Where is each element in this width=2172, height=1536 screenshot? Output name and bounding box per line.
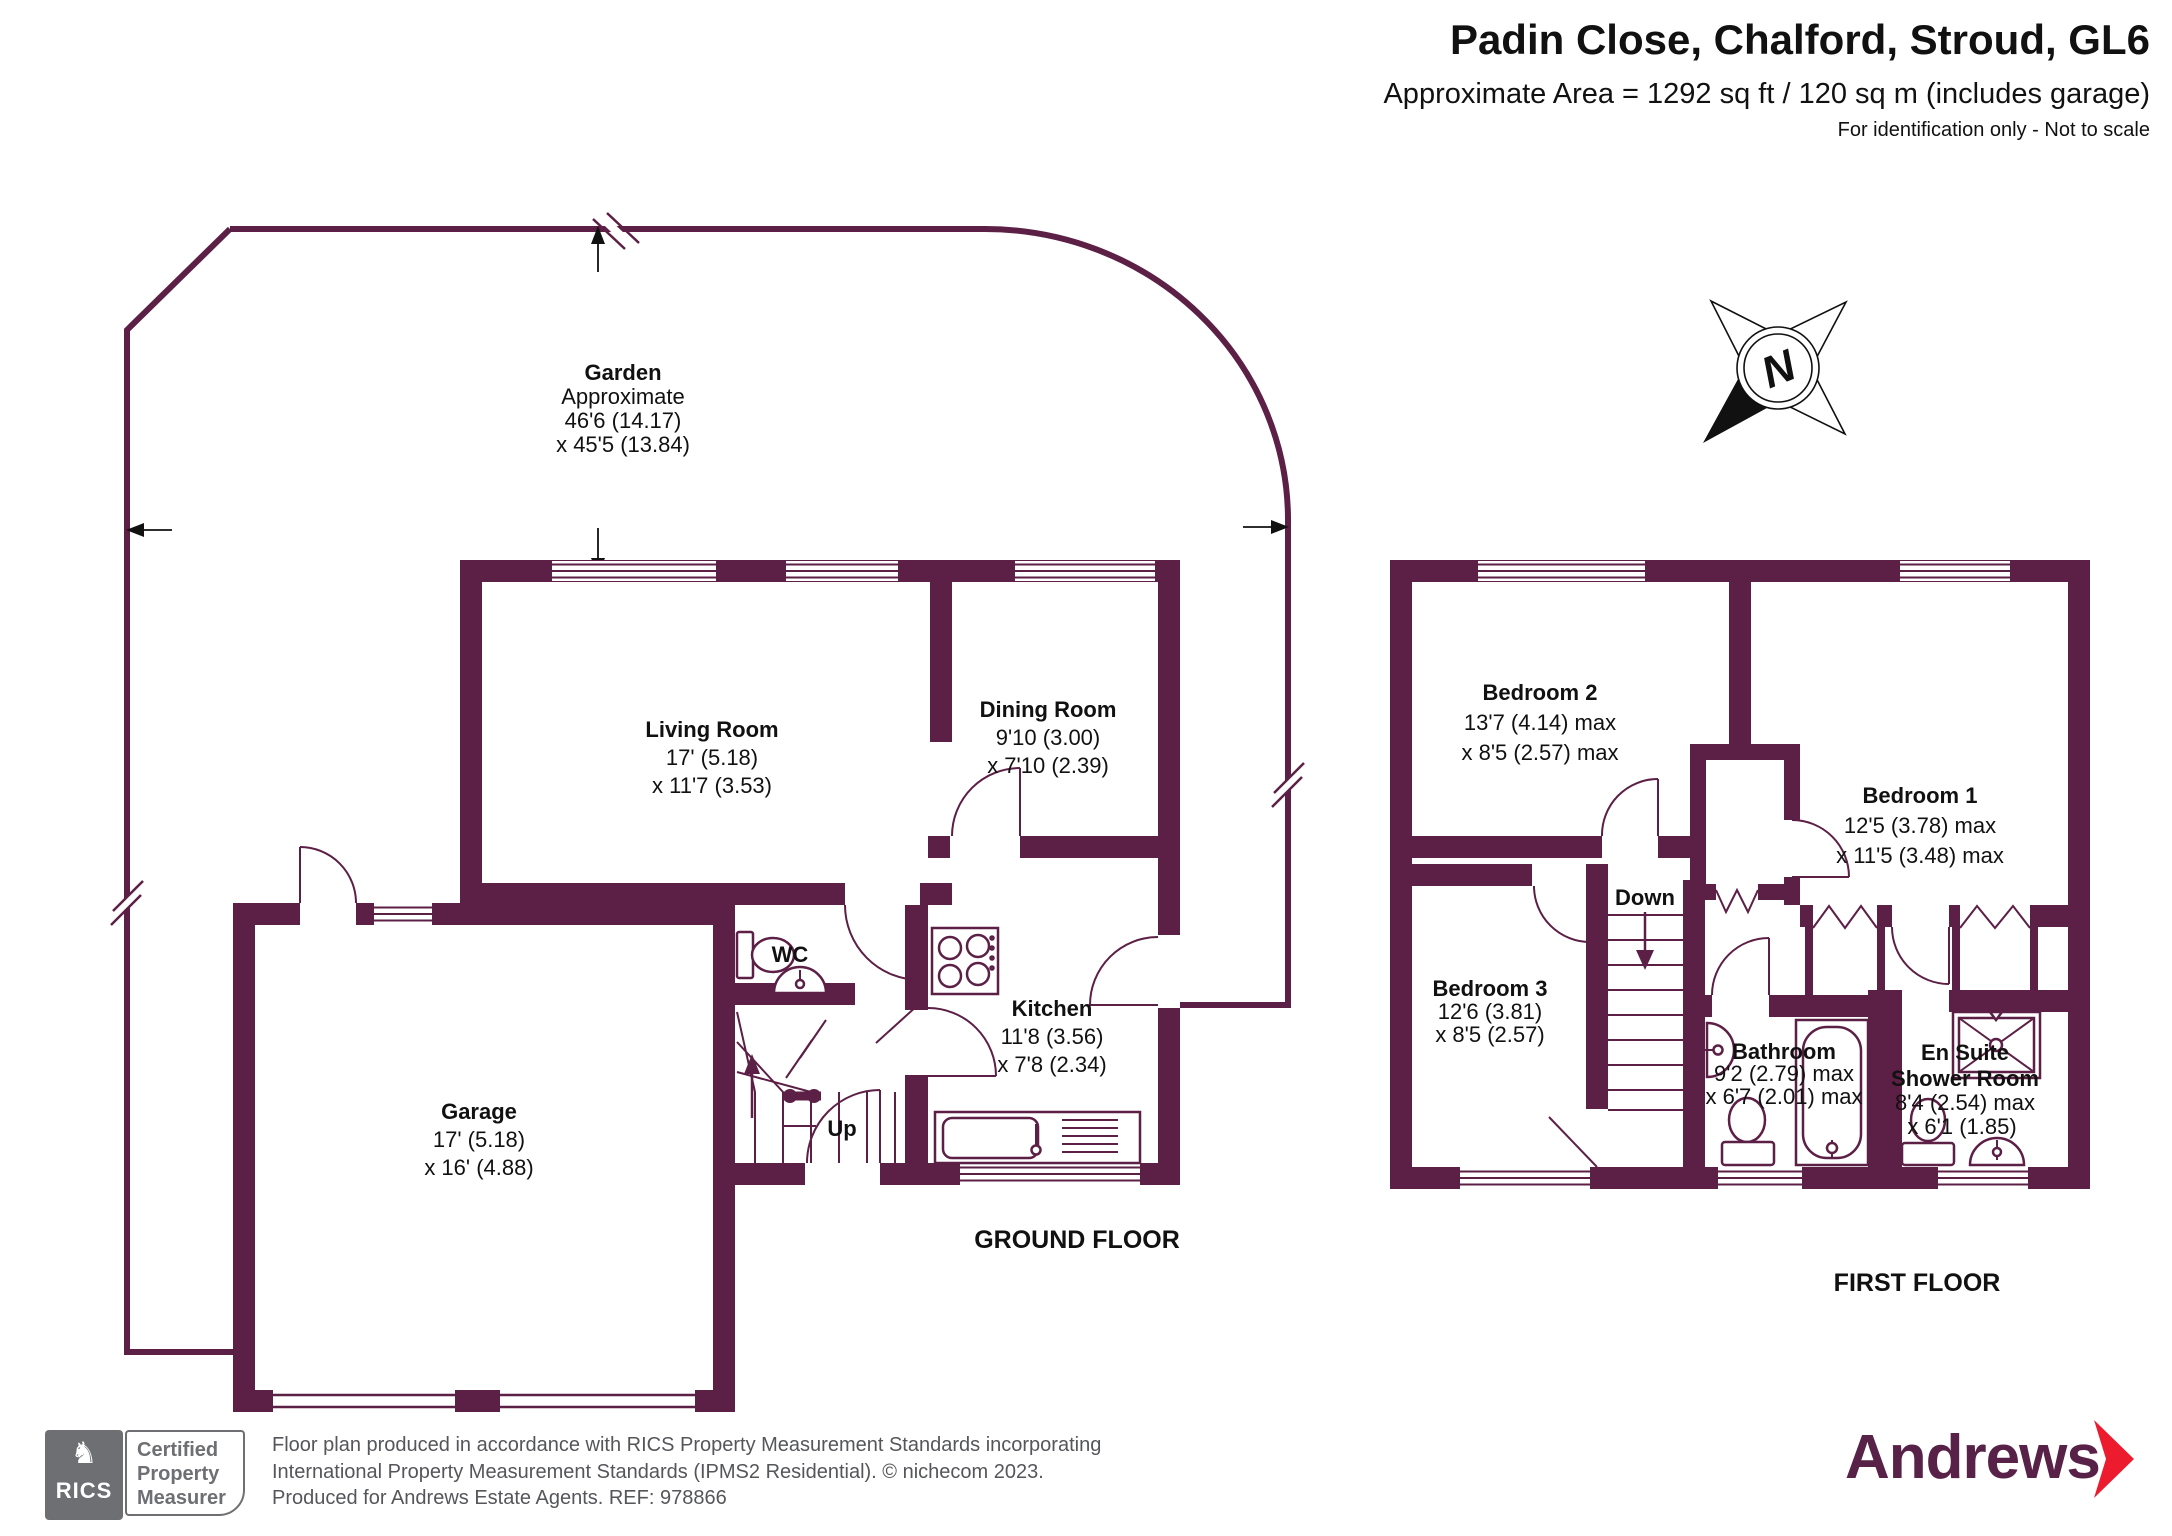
- disclaimer-line: Floor plan produced in accordance with R…: [272, 1434, 1102, 1456]
- badge-line: Measurer: [137, 1487, 226, 1509]
- rics-mark-icon: ♞: [70, 1437, 98, 1470]
- up-arrow-icon: [744, 1054, 760, 1074]
- svg-text:x 45'5 (13.84): x 45'5 (13.84): [556, 432, 690, 457]
- andrews-logo: Andrews: [1845, 1418, 2165, 1508]
- kitchen-label: Kitchen 11'8 (3.56) x 7'8 (2.34): [997, 996, 1106, 1077]
- header: Padin Close, Chalford, Stroud, GL6 Appro…: [1383, 16, 2150, 142]
- svg-text:11'8 (3.56): 11'8 (3.56): [1001, 1024, 1104, 1049]
- svg-text:13'7 (4.14) max: 13'7 (4.14) max: [1464, 710, 1616, 735]
- garden-label: Garden Approximate 46'6 (14.17) x 45'5 (…: [556, 360, 690, 457]
- svg-text:x 6'1 (1.85): x 6'1 (1.85): [1907, 1114, 2016, 1139]
- dimension-arrow-icon: [126, 226, 1289, 576]
- area-line: Approximate Area = 1292 sq ft / 120 sq m…: [1383, 78, 2150, 111]
- svg-text:12'5 (3.78) max: 12'5 (3.78) max: [1844, 813, 1996, 838]
- rics-wordmark: RICS: [55, 1478, 113, 1503]
- kitchen-fixtures: [930, 926, 1142, 1165]
- svg-text:Garden: Garden: [584, 360, 661, 385]
- svg-text:Bedroom 3: Bedroom 3: [1433, 976, 1548, 1001]
- svg-text:17' (5.18): 17' (5.18): [433, 1127, 525, 1152]
- svg-text:8'4 (2.54) max: 8'4 (2.54) max: [1895, 1090, 2035, 1115]
- svg-text:Approximate: Approximate: [561, 384, 685, 409]
- stairs-up-label: Up: [827, 1116, 856, 1141]
- staircase-up: Up: [736, 1011, 896, 1163]
- living-room-label: Living Room 17' (5.18) x 11'7 (3.53): [645, 717, 778, 798]
- ensuite-fixtures: [1900, 1010, 2042, 1167]
- ground-floor-walls: [233, 560, 1180, 1412]
- svg-text:46'6 (14.17): 46'6 (14.17): [565, 408, 682, 433]
- first-floor-doors: [1533, 778, 2031, 1168]
- svg-text:x 6'7 (2.01) max: x 6'7 (2.01) max: [1705, 1084, 1862, 1109]
- svg-text:9'10 (3.00): 9'10 (3.00): [996, 725, 1101, 750]
- svg-text:x 11'5 (3.48) max: x 11'5 (3.48) max: [1836, 843, 2004, 868]
- page-title: Padin Close, Chalford, Stroud, GL6: [1449, 16, 2150, 63]
- svg-text:Kitchen: Kitchen: [1012, 996, 1093, 1021]
- svg-text:Bedroom 2: Bedroom 2: [1483, 680, 1598, 705]
- staircase-down: Down: [1608, 885, 1683, 1111]
- first-floor-label: FIRST FLOOR: [1834, 1269, 2001, 1297]
- bathroom-fixtures: [1700, 1018, 1870, 1167]
- ground-floor-windows: [374, 561, 1155, 1184]
- rics-logo: ♞ RICS: [45, 1430, 123, 1520]
- badge-line: Property: [137, 1463, 220, 1485]
- andrews-wordmark: Andrews: [1845, 1423, 2101, 1492]
- rics-badge: ♞ RICS Certified Property Measurer: [45, 1430, 245, 1520]
- ground-floor-label: GROUND FLOOR: [974, 1226, 1180, 1254]
- ground-floor-doors: [299, 767, 1159, 1164]
- svg-text:12'6 (3.81): 12'6 (3.81): [1438, 999, 1543, 1024]
- svg-text:x 16' (4.88): x 16' (4.88): [424, 1155, 533, 1180]
- svg-text:x 7'10 (2.39): x 7'10 (2.39): [987, 753, 1109, 778]
- bedroom2-label: Bedroom 2 13'7 (4.14) max x 8'5 (2.57) m…: [1461, 680, 1618, 765]
- svg-text:En Suite: En Suite: [1921, 1040, 2009, 1065]
- ensuite-label: En Suite Shower Room 8'4 (2.54) max x 6'…: [1891, 1040, 2039, 1139]
- svg-text:x 8'5 (2.57) max: x 8'5 (2.57) max: [1461, 740, 1618, 765]
- svg-text:Bathroom: Bathroom: [1732, 1039, 1836, 1064]
- wc-label: WC: [772, 942, 809, 967]
- boundary-break-icon: [1269, 762, 1307, 808]
- svg-text:Garage: Garage: [441, 1099, 517, 1124]
- bedroom1-label: Bedroom 1 12'5 (3.78) max x 11'5 (3.48) …: [1836, 783, 2004, 868]
- andrews-arrow-icon: [2094, 1420, 2134, 1498]
- garage-label: Garage 17' (5.18) x 16' (4.88): [424, 1099, 533, 1180]
- svg-text:Dining Room: Dining Room: [980, 697, 1117, 722]
- svg-text:Living Room: Living Room: [645, 717, 778, 742]
- svg-text:Shower Room: Shower Room: [1891, 1066, 2039, 1091]
- first-floor-windows: [1460, 561, 2028, 1188]
- dining-room-label: Dining Room 9'10 (3.00) x 7'10 (2.39): [980, 697, 1117, 778]
- certified-property-measurer-badge: Certified Property Measurer: [125, 1430, 245, 1516]
- boundary-break-icon: [108, 880, 146, 926]
- bedroom3-label: Bedroom 3 12'6 (3.81) x 8'5 (2.57): [1433, 976, 1548, 1047]
- svg-text:Bedroom 1: Bedroom 1: [1863, 783, 1978, 808]
- stairs-down-label: Down: [1615, 885, 1675, 910]
- compass-north-icon: N: [1702, 299, 1848, 444]
- svg-text:x 8'5 (2.57): x 8'5 (2.57): [1435, 1022, 1544, 1047]
- svg-text:x 11'7 (3.53): x 11'7 (3.53): [652, 773, 772, 798]
- disclaimer: Floor plan produced in accordance with R…: [272, 1432, 1101, 1512]
- svg-text:17' (5.18): 17' (5.18): [666, 745, 758, 770]
- badge-line: Certified: [137, 1439, 219, 1461]
- disclaimer-line: International Property Measurement Stand…: [272, 1460, 1044, 1483]
- boundary-break-icon: [592, 212, 640, 250]
- svg-text:x 7'8 (2.34): x 7'8 (2.34): [997, 1052, 1106, 1077]
- scale-note: For identification only - Not to scale: [1837, 119, 2150, 142]
- svg-text:9'2 (2.79) max: 9'2 (2.79) max: [1714, 1061, 1854, 1086]
- down-arrow-icon: [1636, 950, 1654, 970]
- garden-boundary: Garden Approximate 46'6 (14.17) x 45'5 (…: [108, 212, 1307, 1355]
- bathroom-label: Bathroom 9'2 (2.79) max x 6'7 (2.01) max: [1705, 1039, 1862, 1109]
- disclaimer-line: Produced for Andrews Estate Agents. REF:…: [272, 1487, 727, 1509]
- wc-fixtures: [735, 930, 828, 995]
